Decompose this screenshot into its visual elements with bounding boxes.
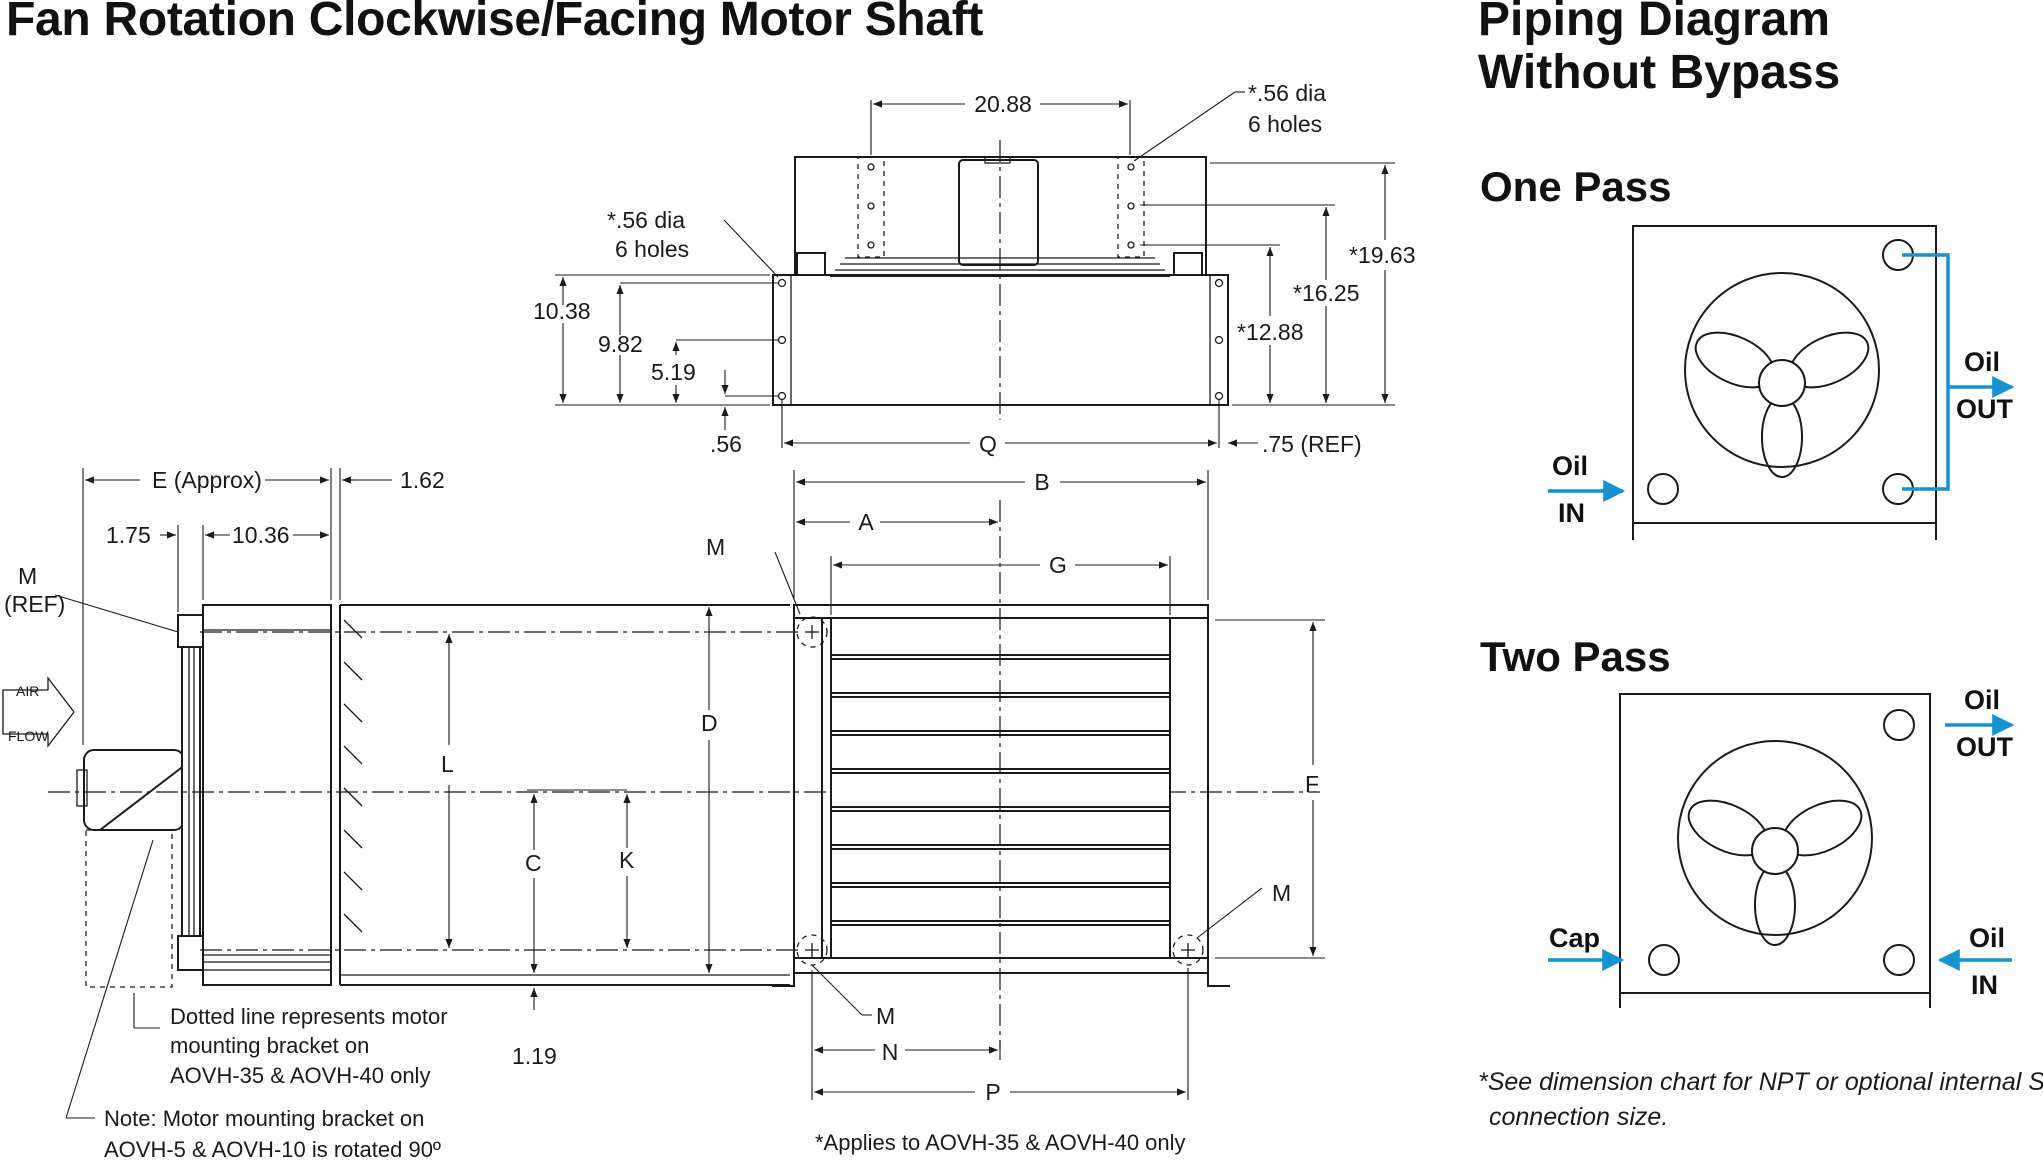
dim-10-38: 10.38 xyxy=(533,298,591,324)
bypass-pipe xyxy=(1902,253,1950,491)
dim-l: L xyxy=(441,751,454,777)
dim-g: G xyxy=(1049,552,1067,578)
one-pass-title: One Pass xyxy=(1480,163,1672,210)
flow-label: FLOW xyxy=(8,728,49,744)
dim-10-36: 10.36 xyxy=(232,522,290,548)
fan-hub-two-pass xyxy=(1751,827,1799,875)
port-top-right-two-pass xyxy=(1883,709,1915,741)
port-bottom-right-two-pass xyxy=(1883,944,1915,976)
label-m-bottom: M xyxy=(876,1003,895,1029)
note-dotted-line-1: Dotted line represents motor xyxy=(170,1004,448,1029)
footnote-applies: *Applies to AOVH-35 & AOVH-40 only xyxy=(815,1130,1186,1155)
two-pass-oil-in-2: IN xyxy=(1971,970,1998,1000)
air-label: AIR xyxy=(16,683,39,699)
fan-guard-side xyxy=(202,604,332,986)
top-view: 20.88 *.56 dia 6 holes *.56 dia 6 holes … xyxy=(533,80,1416,457)
one-pass-oil-out-1: Oil xyxy=(1964,347,2000,377)
dim-1-19: 1.19 xyxy=(512,1043,557,1069)
piping-title-line2: Without Bypass xyxy=(1478,45,1841,99)
side-view: AIR FLOW xyxy=(2,467,1320,1160)
note-bracket-line-2: AOVH-5 & AOVH-10 is rotated 90º xyxy=(104,1137,441,1160)
piping-footnote-2: connection size. xyxy=(1489,1103,1668,1131)
note-dotted-line-3: AOVH-35 & AOVH-40 only xyxy=(170,1063,430,1088)
two-pass-title: Two Pass xyxy=(1480,633,1671,680)
label-m-ref-1: M xyxy=(18,563,37,589)
holes-left-label-1: *.56 dia xyxy=(607,207,685,233)
front-top-rail xyxy=(793,604,1209,619)
piping-footnote-1: *See dimension chart for NPT or optional… xyxy=(1478,1068,2043,1096)
front-view: B A G M F M M N P xyxy=(706,469,1325,1155)
dim-75-ref: .75 (REF) xyxy=(1262,431,1362,457)
main-title: Fan Rotation Clockwise/Facing Motor Shaf… xyxy=(6,0,984,46)
one-pass-oil-in-1: Oil xyxy=(1552,451,1588,481)
holes-left-label-2: 6 holes xyxy=(615,236,689,262)
two-pass-oil-out-2: OUT xyxy=(1956,732,2014,762)
two-pass-diagram: Cap Oil OUT Oil IN xyxy=(1548,685,2015,1008)
dim-5-19: 5.19 xyxy=(651,359,696,385)
motor-bracket-dotted xyxy=(85,829,173,988)
dim-1-62: 1.62 xyxy=(400,467,445,493)
airflow-arrow-icon xyxy=(2,676,75,748)
dim-e-approx: E (Approx) xyxy=(152,467,262,493)
dim-q: Q xyxy=(979,431,997,457)
one-pass-oil-out-2: OUT xyxy=(1956,394,2014,424)
dim-a: A xyxy=(858,509,874,535)
holes-right-label-2: 6 holes xyxy=(1248,111,1322,137)
two-pass-cap: Cap xyxy=(1549,923,1600,953)
motor-side-view xyxy=(83,749,185,831)
one-pass-oil-in-2: IN xyxy=(1558,498,1585,528)
note-bracket-line-1: Note: Motor mounting bracket on xyxy=(104,1106,424,1131)
dim-12-88: *12.88 xyxy=(1237,319,1304,345)
dim-b: B xyxy=(1034,469,1049,495)
label-m-right: M xyxy=(1272,880,1291,906)
dim-c: C xyxy=(525,850,542,876)
dim-9-82: 9.82 xyxy=(598,331,643,357)
holes-right-label-1: *.56 dia xyxy=(1248,80,1326,106)
motor-top-view xyxy=(958,159,1039,266)
piping-title-line1: Piping Diagram xyxy=(1478,0,1831,46)
piping-diagram-title: Piping Diagram Without Bypass xyxy=(1478,0,1840,100)
dim-n: N xyxy=(882,1039,899,1065)
fan-shroud-one-pass xyxy=(1684,272,1880,468)
mounting-hole-top-left xyxy=(796,616,828,648)
dim-1-75: 1.75 xyxy=(106,522,151,548)
dim-k: K xyxy=(619,847,635,873)
port-bottom-left-two-pass xyxy=(1648,944,1680,976)
one-pass-diagram: Oil IN Oil OUT xyxy=(1548,225,2015,540)
dim-d: D xyxy=(701,710,718,736)
note-dotted-line-2: mounting bracket on xyxy=(170,1033,369,1058)
dim-19-63: *19.63 xyxy=(1349,242,1416,268)
fan-shroud-two-pass xyxy=(1677,740,1873,936)
dim-56: .56 xyxy=(710,431,742,457)
label-m-top: M xyxy=(706,534,725,560)
mounting-hole-bottom-right xyxy=(1172,934,1204,966)
dim-20-88: 20.88 xyxy=(974,91,1032,117)
dim-f: F xyxy=(1305,771,1319,797)
dim-p: P xyxy=(985,1079,1000,1105)
two-pass-oil-out-1: Oil xyxy=(1964,685,2000,715)
two-pass-oil-in-1: Oil xyxy=(1969,923,2005,953)
fan-hub-one-pass xyxy=(1758,359,1806,407)
port-bottom-left-one-pass xyxy=(1647,473,1679,505)
dim-16-25: *16.25 xyxy=(1293,280,1360,306)
